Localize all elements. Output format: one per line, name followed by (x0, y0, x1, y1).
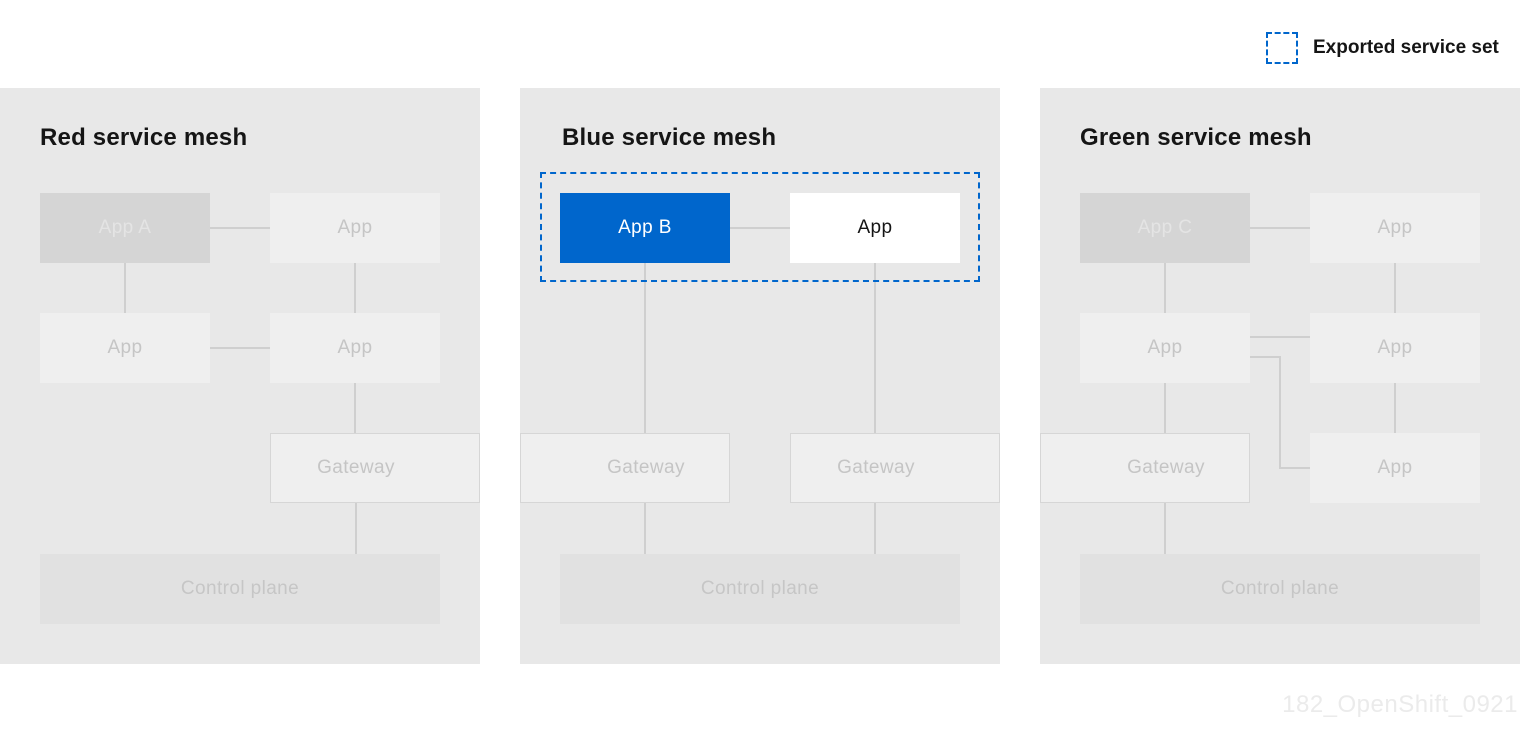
connector (1250, 336, 1310, 338)
node-app: App (270, 313, 440, 383)
connector (644, 263, 646, 433)
connector (1394, 263, 1396, 313)
gateway-label: Gateway (317, 457, 395, 478)
node-gateway: Gateway (270, 433, 480, 503)
connector (1164, 263, 1166, 313)
connector (874, 503, 876, 554)
connector (730, 227, 790, 229)
node-gateway: Gateway (790, 433, 1000, 503)
node-control-plane: Control plane (40, 554, 440, 624)
watermark: 182_OpenShift_0921 (1282, 691, 1518, 718)
node-app-b: App B (560, 193, 730, 263)
connector (1164, 383, 1166, 433)
mesh-title-red: Red service mesh (40, 124, 248, 151)
legend-label: Exported service set (1313, 37, 1499, 58)
legend-exported-service-set: Exported service set (1266, 32, 1499, 64)
node-app-c: App C (1080, 193, 1250, 263)
node-app-exported: App (790, 193, 960, 263)
connector (210, 227, 270, 229)
connector (874, 263, 876, 433)
mesh-title-blue: Blue service mesh (562, 124, 777, 151)
connector (355, 503, 357, 554)
node-gateway: Gateway (1040, 433, 1250, 503)
node-app: App (270, 193, 440, 263)
connector (644, 503, 646, 554)
connector (1279, 467, 1310, 469)
connector (1394, 383, 1396, 433)
node-app: App (1080, 313, 1250, 383)
mesh-title-green: Green service mesh (1080, 124, 1312, 151)
node-app: App (40, 313, 210, 383)
connector (1279, 356, 1281, 469)
node-control-plane: Control plane (1080, 554, 1480, 624)
dashed-box-icon (1266, 32, 1298, 64)
exported-service-set-outline (540, 172, 980, 282)
node-app: App (1310, 433, 1480, 503)
gateway-label: Gateway (1127, 457, 1205, 478)
node-app: App (1310, 193, 1480, 263)
connector (354, 263, 356, 313)
connector (354, 383, 356, 433)
connector (1250, 356, 1281, 358)
node-control-plane: Control plane (560, 554, 960, 624)
connector (1164, 503, 1166, 554)
connector (124, 263, 126, 313)
connector (1250, 227, 1310, 229)
node-app: App (1310, 313, 1480, 383)
connector (210, 347, 270, 349)
node-app-a: App A (40, 193, 210, 263)
node-gateway: Gateway (520, 433, 730, 503)
gateway-label: Gateway (607, 457, 685, 478)
gateway-label: Gateway (837, 457, 915, 478)
